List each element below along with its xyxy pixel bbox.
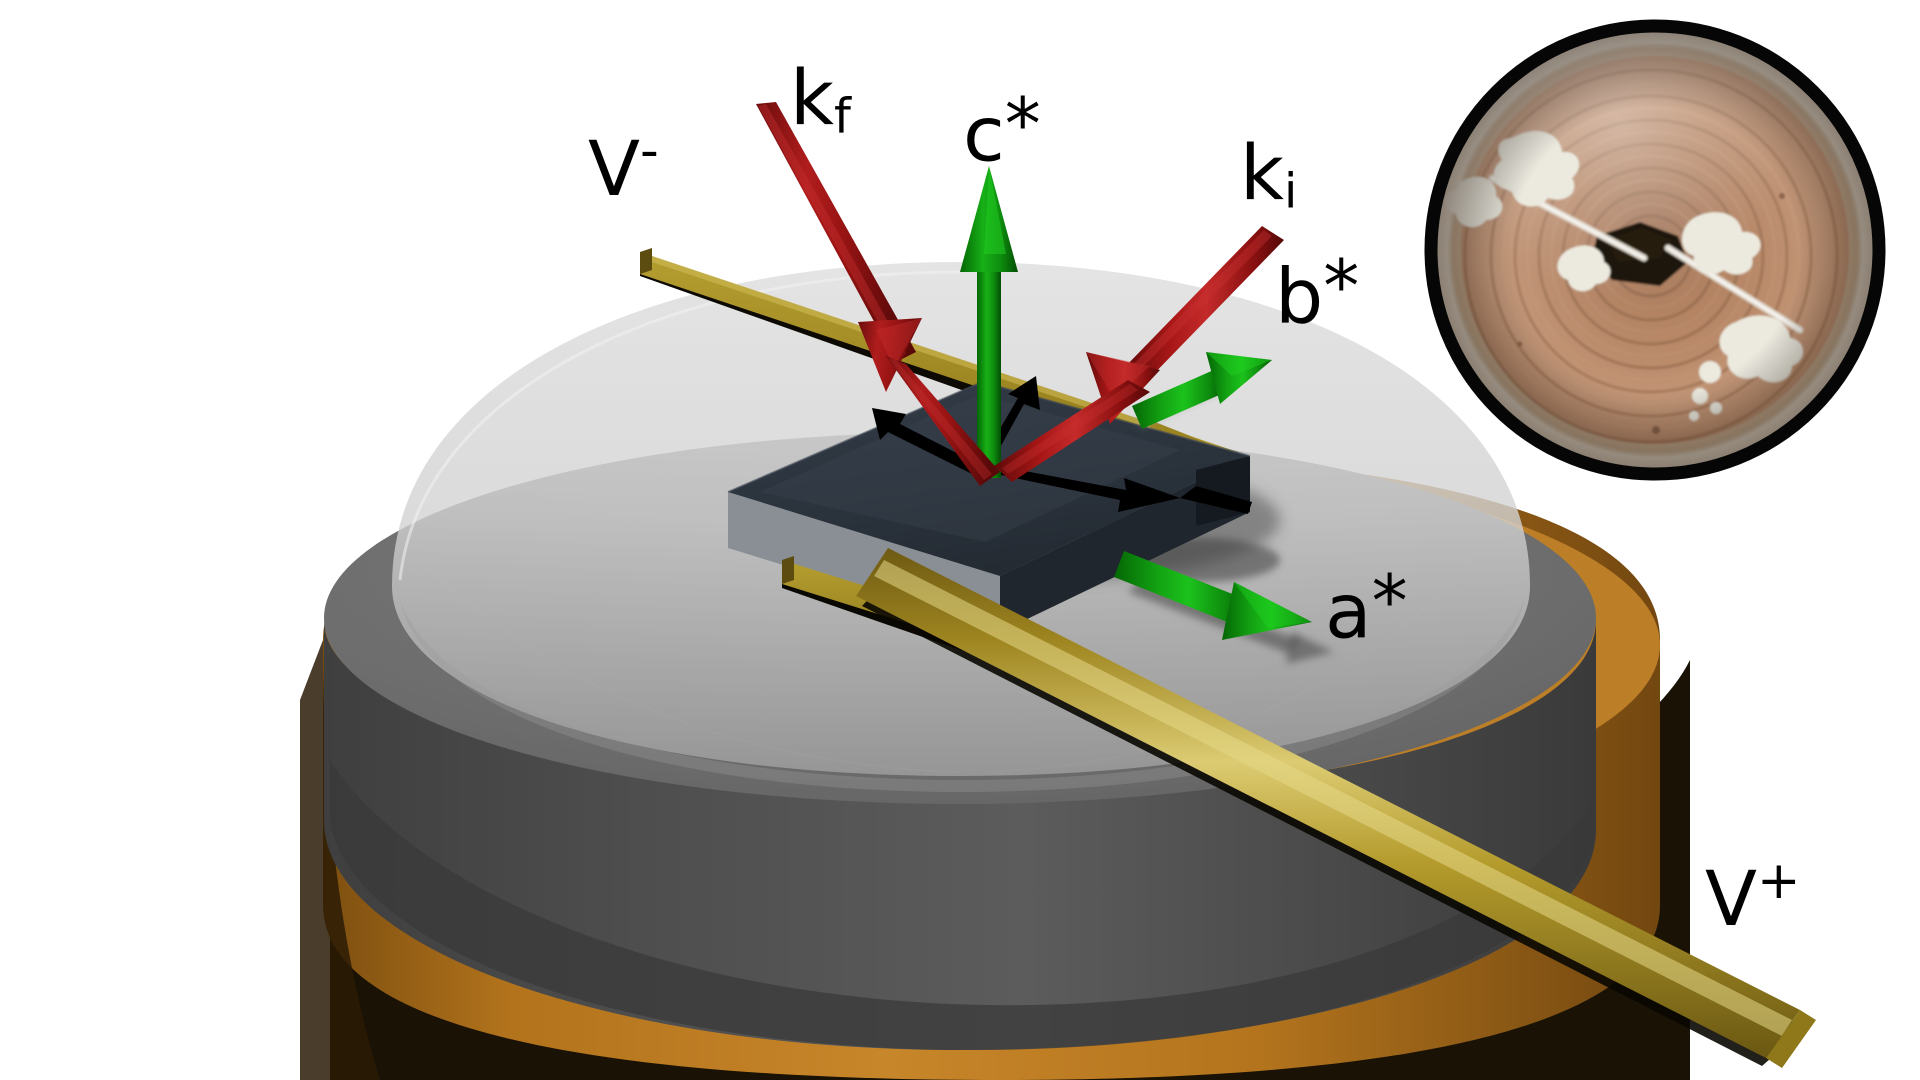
label-c-star-base: c	[963, 89, 1005, 179]
photo-inset-sample-holder	[1424, 19, 1886, 481]
label-b-star-base: b	[1275, 251, 1324, 341]
label-v-minus-superscript: -	[640, 121, 659, 181]
contact-wire-v-plus	[782, 548, 1816, 1068]
axis-arrow-a-star	[1114, 551, 1334, 664]
label-k-f-subscript: f	[834, 88, 851, 145]
label-v-minus: V-	[588, 125, 659, 207]
label-v-plus-base: V	[1705, 854, 1757, 944]
label-v-plus-superscript: +	[1757, 851, 1801, 911]
label-a-star-asterisk: *	[1371, 559, 1408, 643]
label-k-i: ki	[1240, 135, 1297, 216]
label-k-f-base: k	[790, 53, 835, 142]
label-a-star: a*	[1325, 565, 1408, 650]
label-a-star-base: a	[1325, 566, 1372, 656]
in-plane-projection-arrows	[872, 376, 1252, 514]
axis-arrow-c-star	[960, 166, 1018, 478]
incident-beam-arrow-ki	[994, 226, 1284, 482]
label-k-i-base: k	[1240, 128, 1285, 217]
label-k-f: kf	[790, 60, 851, 141]
label-b-star-asterisk: *	[1323, 244, 1360, 328]
axis-arrow-b-star	[1132, 352, 1272, 429]
label-k-i-subscript: i	[1284, 163, 1298, 220]
scattered-beam-arrow-kf	[756, 102, 1000, 486]
label-v-minus-base: V	[588, 124, 640, 214]
label-v-plus: V+	[1705, 855, 1801, 937]
label-b-star: b*	[1275, 250, 1359, 335]
label-c-star: c*	[963, 88, 1041, 173]
label-c-star-asterisk: *	[1004, 82, 1041, 166]
